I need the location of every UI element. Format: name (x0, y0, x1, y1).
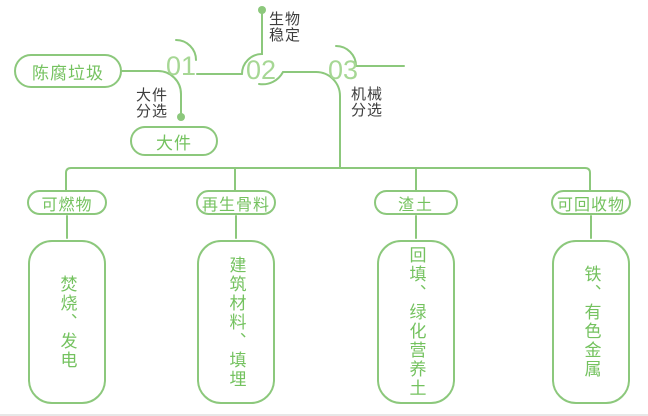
line-after-03 (335, 45, 405, 67)
label-bio-stabilization-line1: 生物 (269, 11, 302, 28)
category-combustibles-label: 可燃物 (41, 196, 93, 214)
step-number-01: 01 (165, 51, 197, 81)
curve-01-down (157, 70, 182, 114)
outcome-backfill-nutrient-soil-text: 回填、绿化营养土 (406, 246, 426, 398)
outcome-building-materials-landfill: 建筑材料、填埋 (197, 240, 275, 404)
category-recycled-aggregate-label: 再生骨料 (201, 196, 270, 214)
outcome-iron-nonferrous-metals-text: 铁、有色金属 (581, 265, 601, 379)
step-number-02: 02 (245, 55, 277, 85)
label-bulky-sorting: 大件 分选 (136, 88, 168, 120)
bottom-edge-line (0, 414, 648, 416)
outcome-iron-nonferrous-metals: 铁、有色金属 (552, 240, 630, 404)
category-recyclables-label: 可回收物 (556, 196, 625, 214)
line-02-to-03 (258, 71, 317, 86)
category-combustibles: 可燃物 (27, 190, 107, 215)
outcome-incineration-power: 焚烧、发电 (28, 240, 106, 404)
curve-02-up (241, 13, 263, 75)
outcome-backfill-nutrient-soil: 回填、绿化营养土 (377, 240, 455, 404)
label-mechanical-sorting: 机械 分选 (351, 87, 383, 119)
outcome-incineration-power-text: 焚烧、发电 (57, 274, 77, 370)
step-number-03: 03 (327, 55, 359, 85)
source-node-label: 陈腐垃圾 (32, 63, 104, 83)
outcome-building-materials-landfill-text: 建筑材料、填埋 (226, 255, 246, 389)
category-slag-soil-label: 渣土 (397, 196, 434, 214)
category-recyclables: 可回收物 (551, 190, 631, 215)
arc-over-01 (175, 39, 197, 61)
large-item-node-label: 大件 (156, 133, 192, 153)
label-bio-stabilization: 生物 稳定 (269, 12, 301, 44)
label-bio-stabilization-line2: 稳定 (269, 27, 302, 44)
large-item-node: 大件 (130, 126, 218, 156)
label-mechanical-sorting-line1: 机械 (351, 86, 384, 103)
curve-03-down (315, 71, 341, 169)
label-bulky-sorting-line2: 分选 (136, 103, 169, 120)
source-node: 陈腐垃圾 (14, 54, 122, 88)
distributor-rail (65, 167, 591, 191)
dot-bio-stable (258, 6, 266, 14)
dot-large-item (177, 113, 185, 121)
label-bulky-sorting-line1: 大件 (136, 87, 169, 104)
category-slag-soil: 渣土 (374, 190, 458, 215)
label-mechanical-sorting-line2: 分选 (351, 102, 384, 119)
category-recycled-aggregate: 再生骨料 (196, 190, 276, 215)
